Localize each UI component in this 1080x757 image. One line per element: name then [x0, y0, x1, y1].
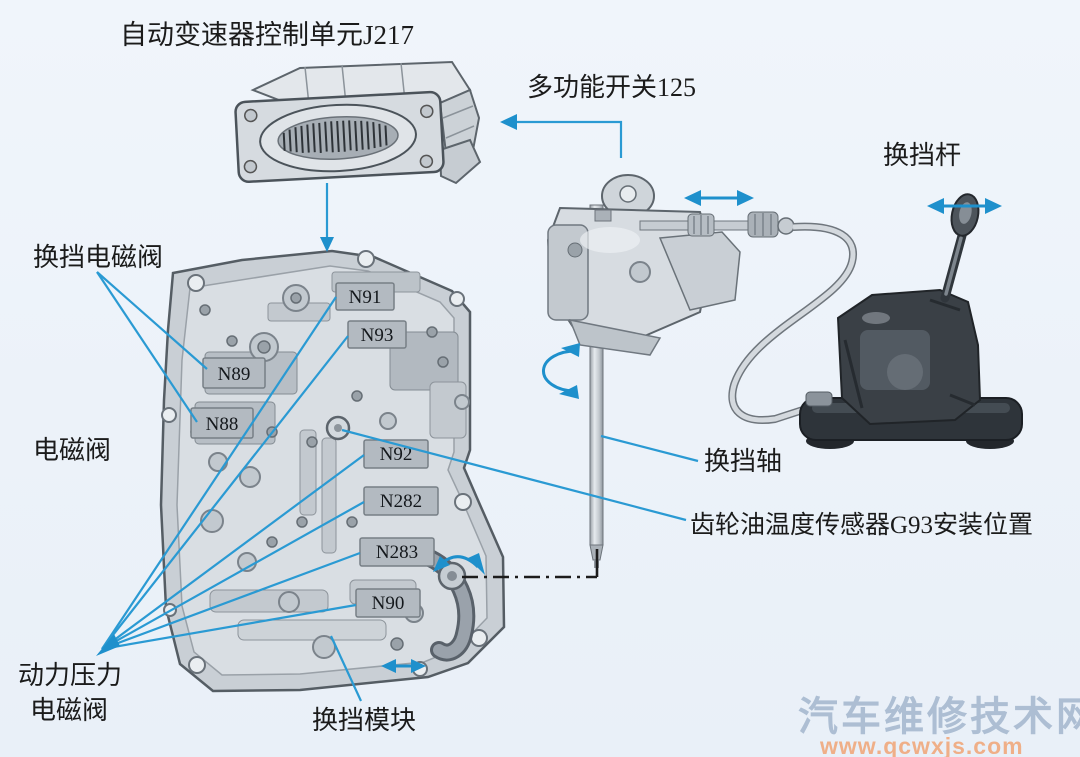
down-arrow-icon	[320, 237, 334, 252]
watermark: 汽车维修技术网 www.qcwxjs.com	[798, 695, 1080, 757]
shift-shaft-label: 换挡轴	[704, 447, 782, 476]
switch-to-ecu-arrow	[500, 114, 623, 158]
ecu-title-label: 自动变速器控制单元J217	[120, 20, 414, 50]
multi-function-switch-label: 多功能开关125	[527, 73, 696, 102]
solenoid-tag-n90: N90	[372, 593, 405, 614]
leader-g93	[341, 428, 687, 522]
solenoid-tags: N91 N93 N89 N88 N92 N282 N283 N90	[190, 282, 439, 618]
watermark-site-name: 汽车维修技术网	[798, 695, 1080, 739]
solenoid-tag-n91: N91	[349, 287, 382, 308]
left-arrow-icon	[500, 114, 517, 130]
watermark-site-url: www.qcwxjs.com	[819, 733, 1024, 757]
lever-knob	[950, 193, 980, 237]
valve-body-bolt-holes	[161, 250, 488, 677]
leader-lines	[96, 114, 699, 702]
tag-plate-n92	[363, 439, 429, 469]
solenoid-tag-n89: N89	[218, 364, 251, 385]
tag-plate-n89	[202, 357, 266, 389]
selector-cable	[639, 211, 858, 424]
shift-solenoid-label: 换挡电磁阀	[33, 243, 163, 272]
ecu-illustration	[234, 60, 482, 185]
shift-lever-label: 换挡杆	[883, 141, 961, 170]
tag-plate-n91	[335, 282, 395, 311]
valve-bottom-double-arrow-icon	[381, 659, 426, 673]
solenoid-label: 电磁阀	[33, 436, 111, 465]
g93-position-label: 齿轮油温度传感器G93安装位置	[690, 511, 1033, 539]
tag-plate-n90	[355, 588, 421, 618]
cable-double-arrow-icon	[684, 190, 754, 206]
solenoid-tag-n283: N283	[376, 542, 418, 563]
shift-module-label: 换挡模块	[312, 706, 416, 735]
valve-body-illustration	[159, 249, 506, 693]
lever-double-arrow-icon	[927, 198, 1002, 214]
tag-plate-n283	[359, 537, 435, 567]
leader-shift-solenoid-n88	[96, 271, 198, 423]
fan-arrowhead-icon	[96, 634, 120, 656]
shift-lever-illustration	[799, 193, 1023, 449]
solenoid-tag-n88: N88	[206, 414, 239, 435]
multi-function-switch-illustration	[546, 174, 858, 424]
power-pressure-solenoid-label-line2: 电磁阀	[30, 696, 108, 725]
motion-arrows	[381, 190, 1002, 673]
shaft-alignment-dashline	[462, 549, 599, 579]
solenoid-tag-n282: N282	[380, 491, 422, 512]
manual-valve-lever	[421, 549, 476, 662]
g93-sensor-boss-center	[334, 424, 342, 432]
leader-shift-shaft	[600, 434, 699, 463]
shaft-rotation-arrow-icon	[542, 343, 580, 399]
leader-shift-solenoid-n89	[96, 271, 208, 370]
solenoid-tag-n93: N93	[361, 325, 394, 346]
solenoid-tag-n92: N92	[380, 444, 413, 465]
leader-shift-module	[330, 635, 362, 702]
ecu-to-valve-arrow	[320, 183, 334, 252]
pressure-solenoid-leader-lines	[96, 296, 365, 656]
power-pressure-solenoid-label-line1: 动力压力	[18, 661, 122, 690]
tag-plate-n93	[347, 320, 407, 349]
tag-plate-n282	[363, 486, 439, 516]
lever-rotation-arrow-icon	[433, 553, 485, 575]
